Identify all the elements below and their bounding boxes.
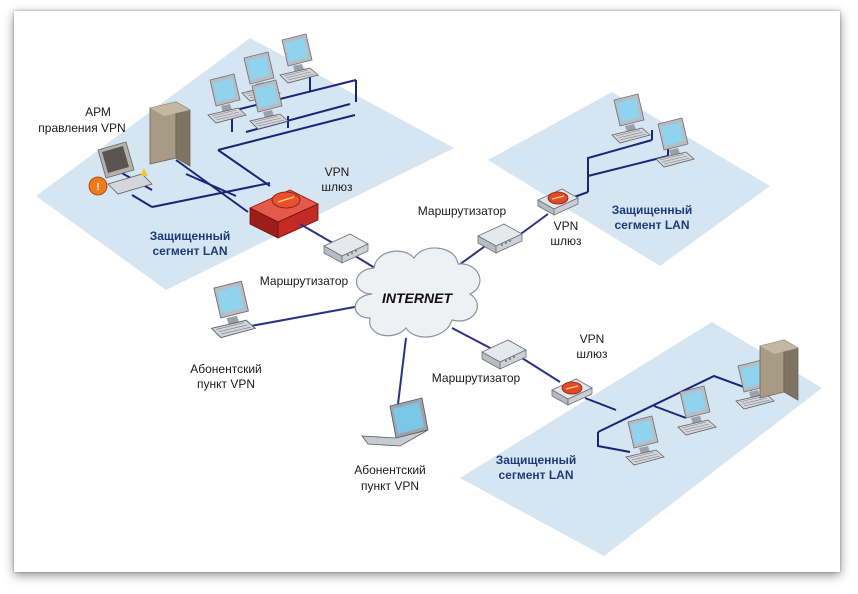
lan2-gateway-label-line1: VPN bbox=[554, 219, 579, 233]
lan3-router-label: Маршрутизатор bbox=[432, 371, 521, 385]
subscriber2-laptop bbox=[361, 397, 429, 447]
lan1-zone bbox=[36, 38, 454, 290]
lan3-segment-label-line2: сегмент LAN bbox=[498, 468, 573, 482]
lan1-router-label: Маршрутизатор bbox=[260, 274, 349, 288]
labels: АРМ правления VPN VPN шлюз Защищенный се… bbox=[38, 105, 692, 493]
lan3-router bbox=[481, 339, 527, 370]
lan3-segment-label-line1: Защищенный bbox=[496, 453, 577, 467]
subscriber2-label-line2: пункт VPN bbox=[361, 479, 419, 493]
lan1-arm-label-line1: АРМ bbox=[85, 105, 111, 119]
lan1-gateway-label-line2: шлюз bbox=[321, 180, 353, 194]
lan2-gateway-label-line2: шлюз bbox=[550, 234, 582, 248]
lan1-gateway-label-line1: VPN bbox=[325, 165, 350, 179]
subscriber1-pc bbox=[211, 280, 256, 339]
subscriber1-label-line2: пункт VPN bbox=[197, 377, 255, 391]
lan1-segment-label-line1: Защищенный bbox=[150, 229, 231, 243]
internet-cloud: INTERNET bbox=[354, 247, 481, 338]
lan1-segment-label-line2: сегмент LAN bbox=[152, 244, 227, 258]
lan3-gateway-label-line1: VPN bbox=[580, 332, 605, 346]
subscriber2-label-line1: Абонентский bbox=[354, 463, 426, 477]
lan2-segment-label-line1: Защищенный bbox=[612, 203, 693, 217]
lan2-segment-label-line2: сегмент LAN bbox=[614, 218, 689, 232]
lan1-server bbox=[149, 101, 191, 167]
lan1-vpn-gateway bbox=[249, 189, 319, 239]
svg-text:!: ! bbox=[96, 182, 99, 193]
lan2-zone bbox=[488, 92, 770, 266]
lan2-wiring bbox=[565, 130, 669, 201]
lan3-gateway-label-line2: шлюз bbox=[576, 347, 608, 361]
lan2-router bbox=[477, 223, 523, 254]
lan1-arm-label-line2: правления VPN bbox=[38, 121, 125, 135]
lan2-router-label: Маршрутизатор bbox=[418, 204, 507, 218]
lan3-server bbox=[759, 339, 799, 401]
subscriber1-label-line1: Абонентский bbox=[190, 362, 262, 376]
lan3-wiring bbox=[584, 374, 753, 453]
internet-label: INTERNET bbox=[382, 290, 453, 306]
lan1-admin-workstation: ! bbox=[88, 141, 153, 196]
